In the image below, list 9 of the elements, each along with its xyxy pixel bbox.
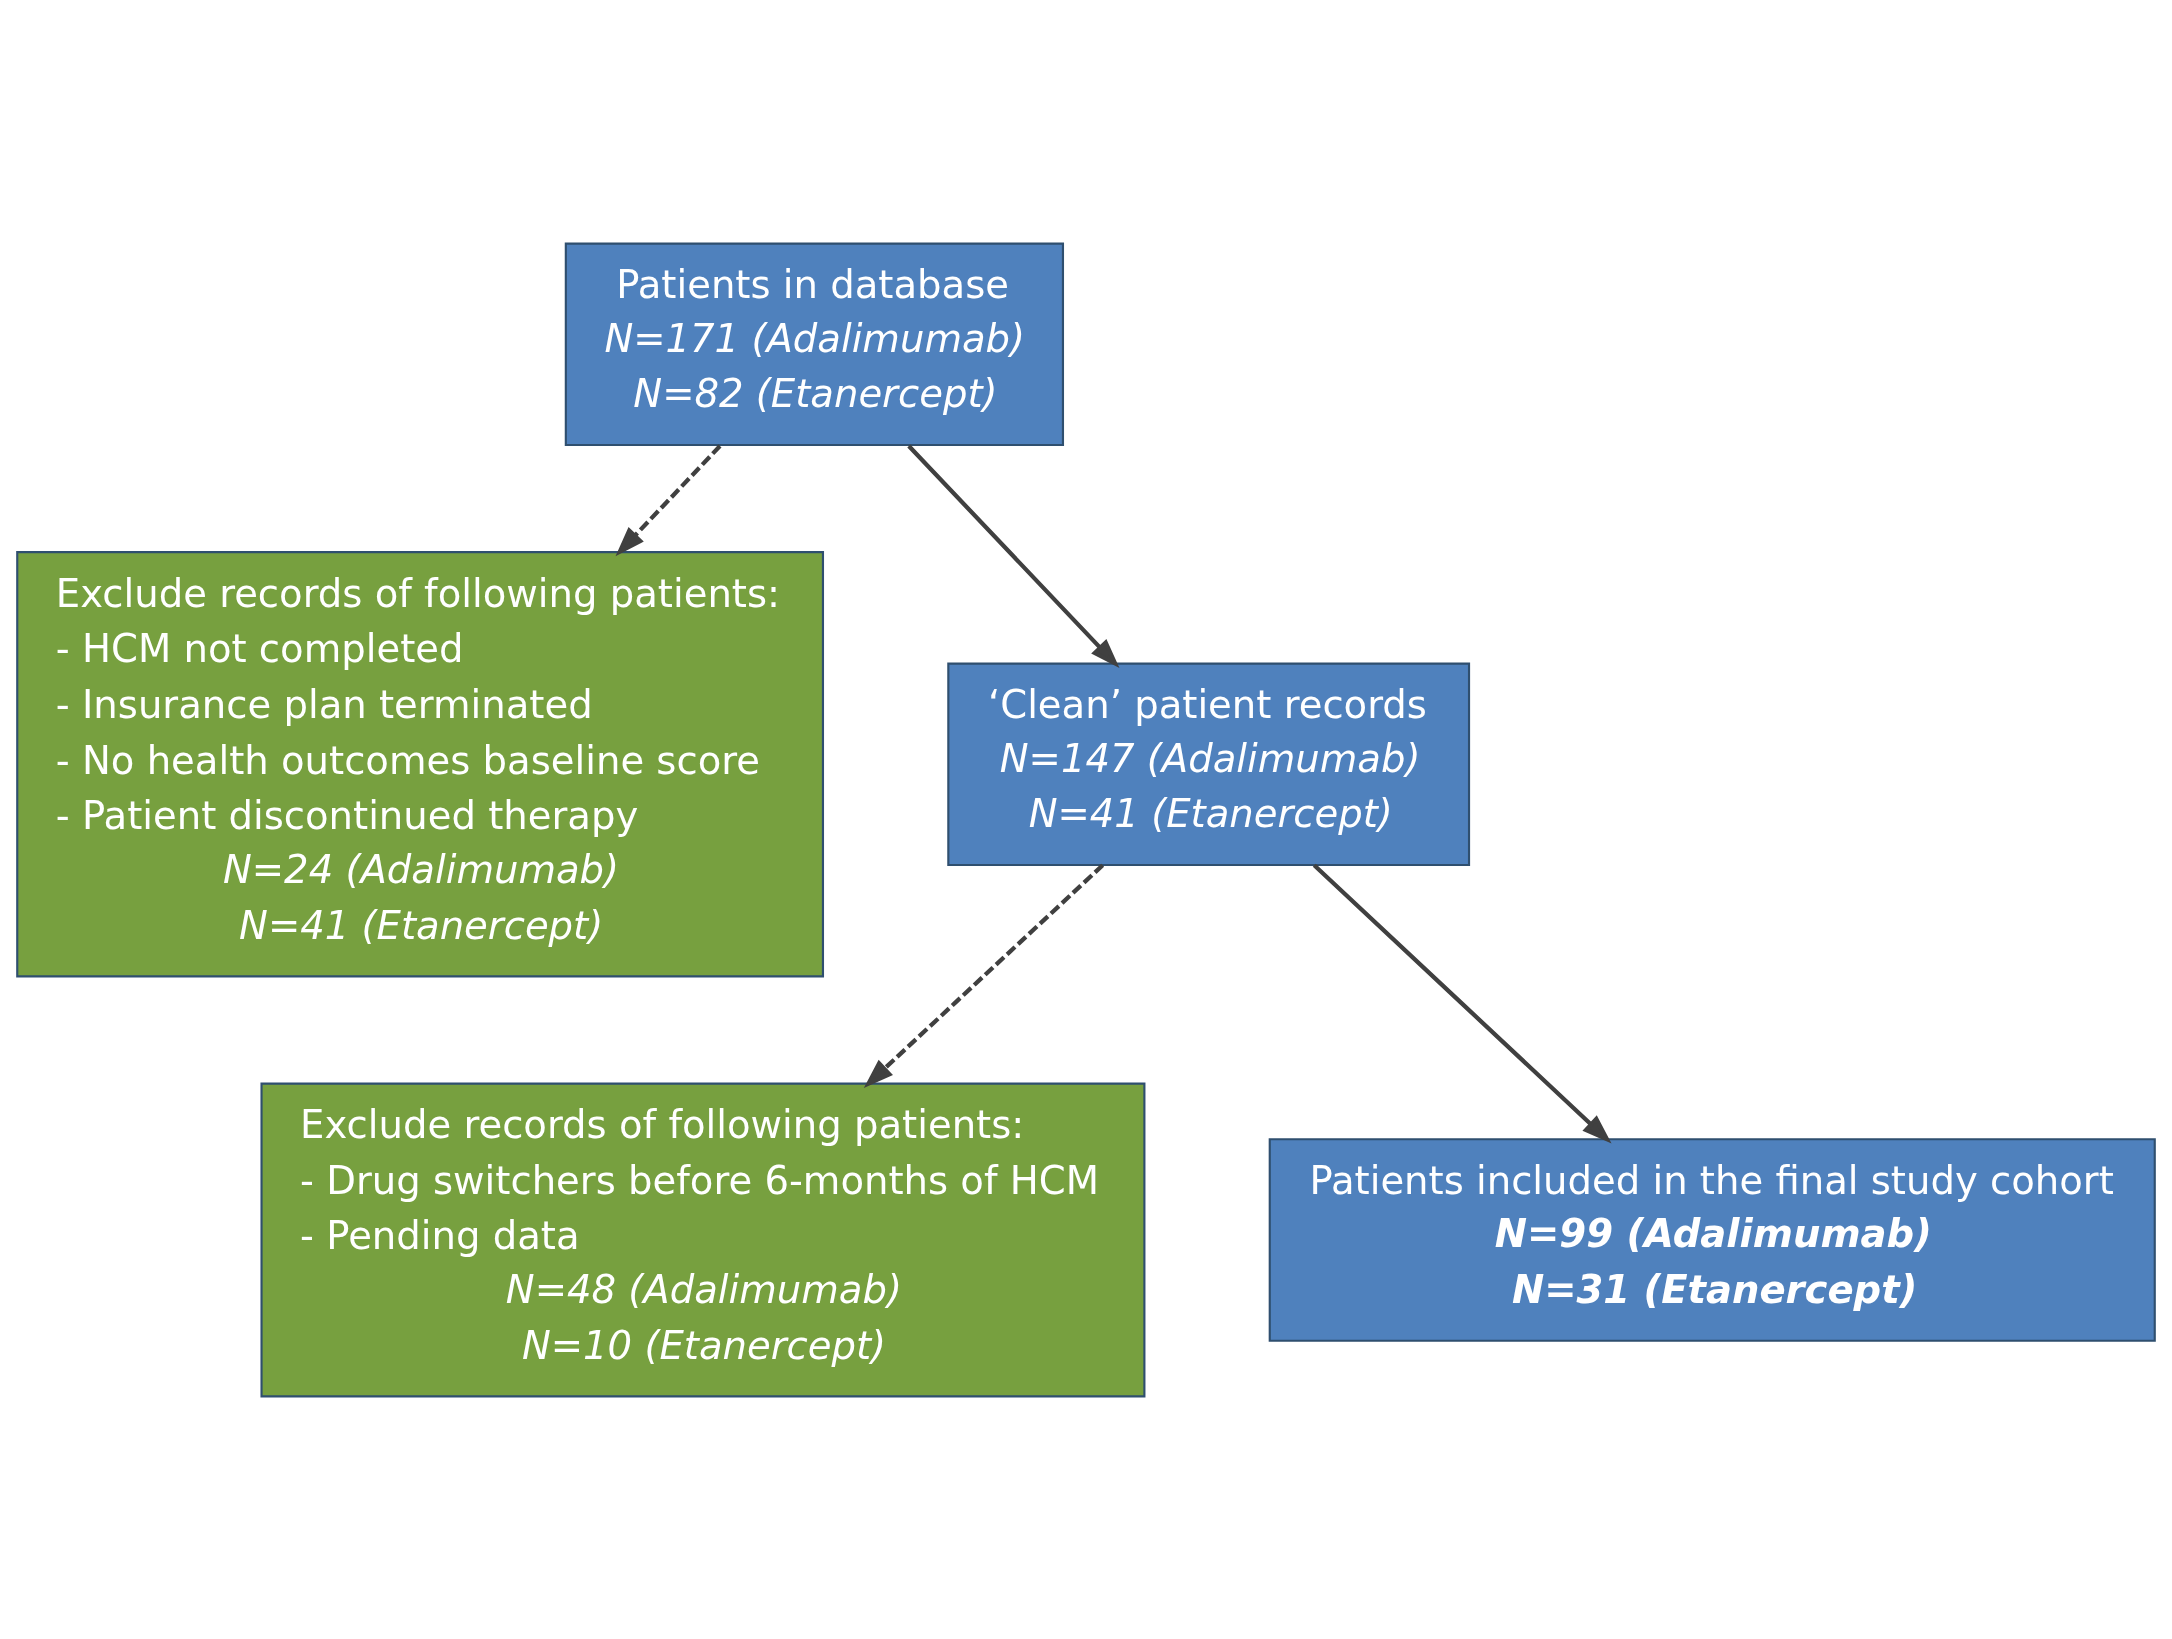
- node-box: ‘Clean’ patient records N=147 (Adalimumab) N=41 (Etanercept): [947, 662, 1471, 866]
- arrow: [615, 444, 722, 556]
- arrow: [907, 444, 1120, 668]
- arrow: [1312, 863, 1612, 1144]
- node-box: Patients included in the final study cohort N=99 (Adalimumab) N=31 (Etanercept): [1268, 1137, 2156, 1342]
- arrow: [863, 863, 1105, 1088]
- node-box: Exclude records of following patients: - Drug switchers before 6-months of HCM - Pending data N=48 (Adalimumab) N=10 (Etanercept): [260, 1082, 1146, 1397]
- node-box: Patients in database N=171 (Adalimumab) N=82 (Etanercept): [564, 242, 1065, 446]
- node-box: Exclude records of following patients: - HCM not completed - Insurance plan terminated - No health outcomes baseline score - Patient discontinued therapy N=24 (Adalimumab) N=41 (Etanercept): [16, 550, 825, 977]
